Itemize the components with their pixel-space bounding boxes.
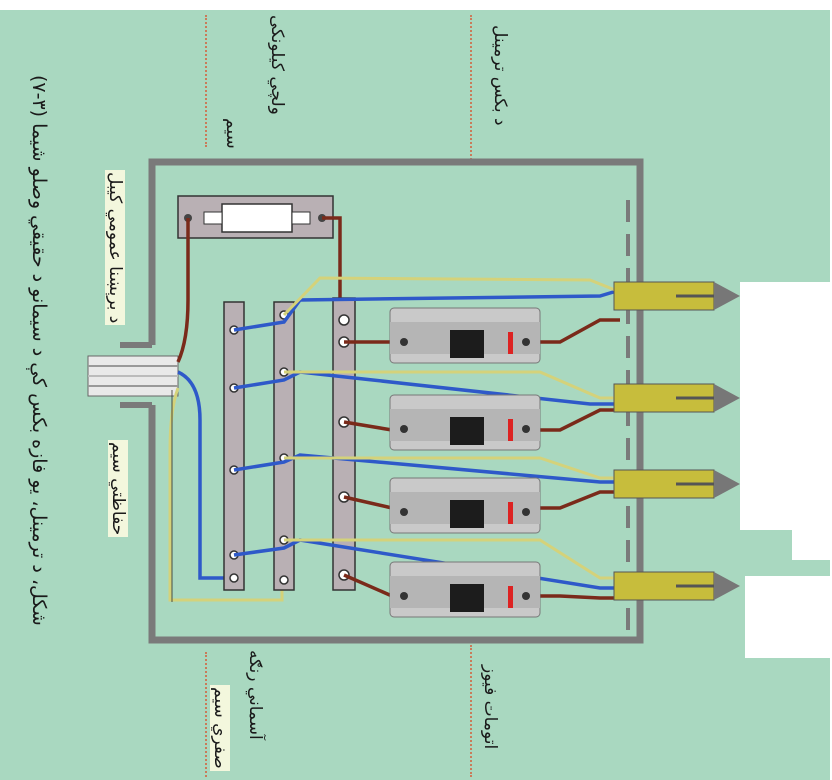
guide-line-right: [470, 15, 472, 160]
output-terminal-4: [613, 571, 740, 601]
live-wire-main: [176, 218, 190, 363]
guide-line-right-bottom: [470, 645, 472, 777]
white-block-top: [740, 282, 832, 530]
neutral-wire-main: [177, 370, 232, 580]
output-terminals: [613, 281, 740, 601]
earth-wires: [282, 276, 621, 580]
output-terminal-1: [613, 281, 740, 311]
label-blue-line1: آسماني رنګه: [245, 650, 265, 740]
label-galvanized-line2: سیم: [222, 118, 242, 149]
label-galvanized-line1: ولچي کیلونکی: [267, 15, 287, 115]
live-wires: [343, 318, 620, 600]
guide-line-left: [205, 15, 207, 147]
breaker-2: [389, 394, 541, 451]
earth-bar: [273, 301, 295, 591]
breaker-4: [389, 561, 541, 618]
breaker-3: [389, 477, 541, 534]
breaker-1: [389, 307, 541, 364]
label-terminal-strip: د بکس ترمینل: [490, 25, 510, 126]
label-main-cable: د برېښنا عمومي کیبل: [105, 170, 125, 326]
output-terminal-2: [613, 383, 740, 413]
earth-wire-main: [168, 387, 284, 602]
white-block-mid: [792, 520, 832, 560]
enclosure-inner-lip: [120, 342, 152, 408]
label-automatic-fuse: اتومات فیوز: [480, 665, 500, 750]
white-block-bottom: [745, 576, 832, 658]
label-protective-wire: حفاظتي سیم: [108, 440, 128, 538]
main-fuse-body: [221, 203, 293, 233]
guide-line-left-bottom: [205, 652, 207, 777]
label-blue-line2: صفري سیم: [210, 685, 230, 771]
output-terminal-3: [613, 469, 740, 499]
neutral-bar: [223, 301, 245, 591]
figure-caption: (۷-۳) شکل، د ترمینل، یو فازه بکس کې د سی…: [28, 75, 50, 626]
